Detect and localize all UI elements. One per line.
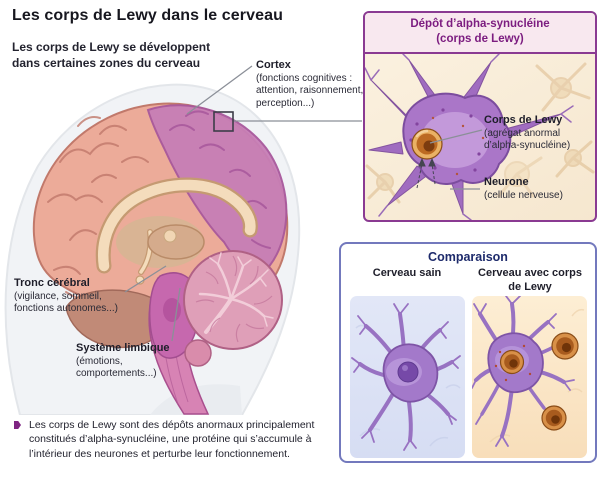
- healthy-neuron-illustration: [351, 303, 461, 451]
- nucleus-highlight: [402, 365, 408, 371]
- label-neuron-name: Neurone: [484, 175, 529, 188]
- label-lewy-body: Corps de Lewy (agrégat anormal d’alpha-s…: [484, 114, 588, 153]
- bullet-icon: [14, 421, 21, 429]
- subtitle-line-1: Les corps de Lewy se développent: [12, 40, 211, 54]
- deposit-panel-body: Corps de Lewy (agrégat anormal d’alpha-s…: [365, 53, 595, 220]
- interthalamic-adhesion: [163, 229, 177, 243]
- label-cortex: Cortex (fonctions cognitives : attention…: [256, 59, 374, 110]
- healthy-neuron-box: [350, 296, 465, 458]
- label-limbic-desc: (émotions, comportements...): [76, 355, 157, 380]
- footnote-text: Les corps de Lewy sont des dépôts anorma…: [29, 419, 315, 460]
- brain-illustration: [4, 83, 301, 415]
- lewy-neuron-box: [472, 296, 587, 458]
- label-cortex-desc: (fonctions cognitives : attention, raiso…: [256, 72, 364, 109]
- label-brainstem: Tronc cérébral (vigilance, sommeil, fonc…: [14, 277, 144, 316]
- subtitle-line-2: dans certaines zones du cerveau: [12, 55, 201, 70]
- label-limbic-system: Système limbique (émotions, comportement…: [76, 342, 196, 381]
- dendrite-twigs: [365, 53, 574, 220]
- background-neurons: [365, 62, 595, 204]
- lewy-body-upper-right: [551, 332, 579, 360]
- lewy-body-lower-right: [541, 405, 567, 431]
- label-limbic-name: Système limbique: [76, 342, 170, 354]
- label-brainstem-name: Tronc cérébral: [14, 277, 90, 289]
- comparison-title: Comparaison: [428, 250, 508, 264]
- label-brainstem-desc: (vigilance, sommeil, fonctions autonomes…: [14, 290, 118, 315]
- deposit-title-line-2: (corps de Lewy): [436, 32, 524, 45]
- arbor-vitae: [198, 252, 274, 334]
- deposit-title-line-1: Dépôt d’alpha-synucléine: [410, 18, 550, 30]
- healthy-brain-label: Cerveau sain: [372, 267, 442, 279]
- neuron-closeup-illustration: [365, 53, 595, 220]
- label-cortex-name: Cortex: [256, 59, 291, 71]
- dashed-arrows: [416, 157, 436, 188]
- comparison-panel: Comparaison Cerveau sain Cerveau avec co…: [339, 242, 597, 463]
- cerebellar-tonsil: [184, 339, 212, 367]
- page-title: Les corps de Lewy dans le cerveau: [12, 7, 283, 24]
- lewy-brain-label: Cerveau avec corps de Lewy: [478, 267, 582, 293]
- soma-red-speckles: [494, 344, 532, 382]
- thalamus: [147, 224, 205, 260]
- watermark-dendrites: [489, 308, 585, 443]
- lewy-body: [411, 128, 443, 160]
- deposit-panel-header: Dépôt d’alpha-synucléine (corps de Lewy): [365, 13, 595, 54]
- deposit-panel: Dépôt d’alpha-synucléine (corps de Lewy): [363, 11, 597, 222]
- label-lewy-body-name: Corps de Lewy: [484, 113, 563, 126]
- label-neuron: Neurone (cellule nerveuse): [484, 176, 588, 202]
- label-lewy-body-desc: (agrégat anormal d’alpha-synucléine): [484, 127, 571, 152]
- limbic-spot: [163, 298, 181, 322]
- page-subtitle: Les corps de Lewy se développent dans ce…: [12, 40, 210, 72]
- lewy-body-inside: [499, 349, 525, 375]
- lewy-neuron-illustration: [472, 296, 585, 447]
- label-neuron-desc: (cellule nerveuse): [484, 189, 563, 201]
- footnote: Les corps de Lewy sont des dépôts anorma…: [14, 418, 350, 461]
- cerebellum-folia: [195, 255, 273, 343]
- nucleus: [397, 361, 419, 383]
